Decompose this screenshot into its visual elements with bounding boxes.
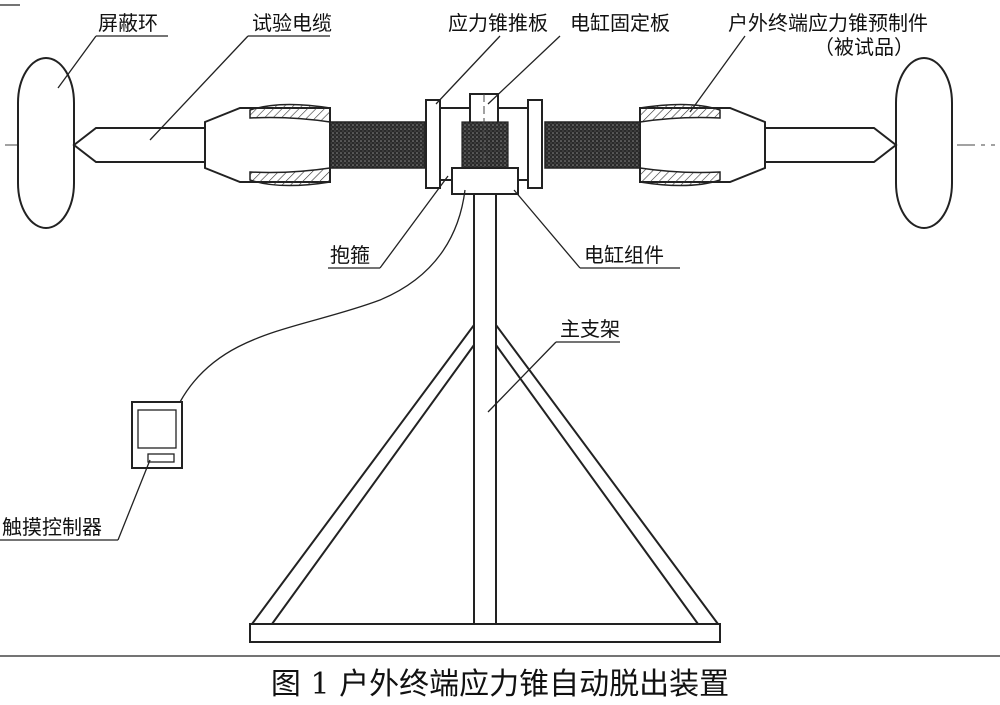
main-frame [249,193,721,643]
right-stress-cone [639,103,766,187]
figure-caption: 图 1 户外终端应力锥自动脱出装置 [271,667,729,702]
right-shield-ring [895,57,953,229]
left-stress-cone [204,103,331,187]
label-main-frame: 主支架 [560,317,620,341]
label-cone-push-plate: 应力锥推板 [448,11,548,35]
cable-insulation-left [329,121,426,169]
touch-controller [131,401,183,469]
label-shield-ring: 屏蔽环 [98,11,158,35]
cable-insulation-right [544,121,641,169]
label-clamp: 抱箍 [330,243,370,267]
label-cylinder-assembly: 电缸组件 [584,243,664,267]
label-test-cable: 试验电缆 [252,11,332,35]
label-outdoor-cone: 户外终端应力锥预制件 [728,11,928,35]
control-cable [179,189,466,403]
cylinder-assembly [425,93,543,195]
label-cylinder-fixing-plate: 电缸固定板 [570,11,670,35]
label-specimen: （被试品） [814,35,914,59]
left-shield-ring [17,57,75,229]
leader-lines [0,35,746,541]
label-touch-controller: 触摸控制器 [2,515,102,539]
